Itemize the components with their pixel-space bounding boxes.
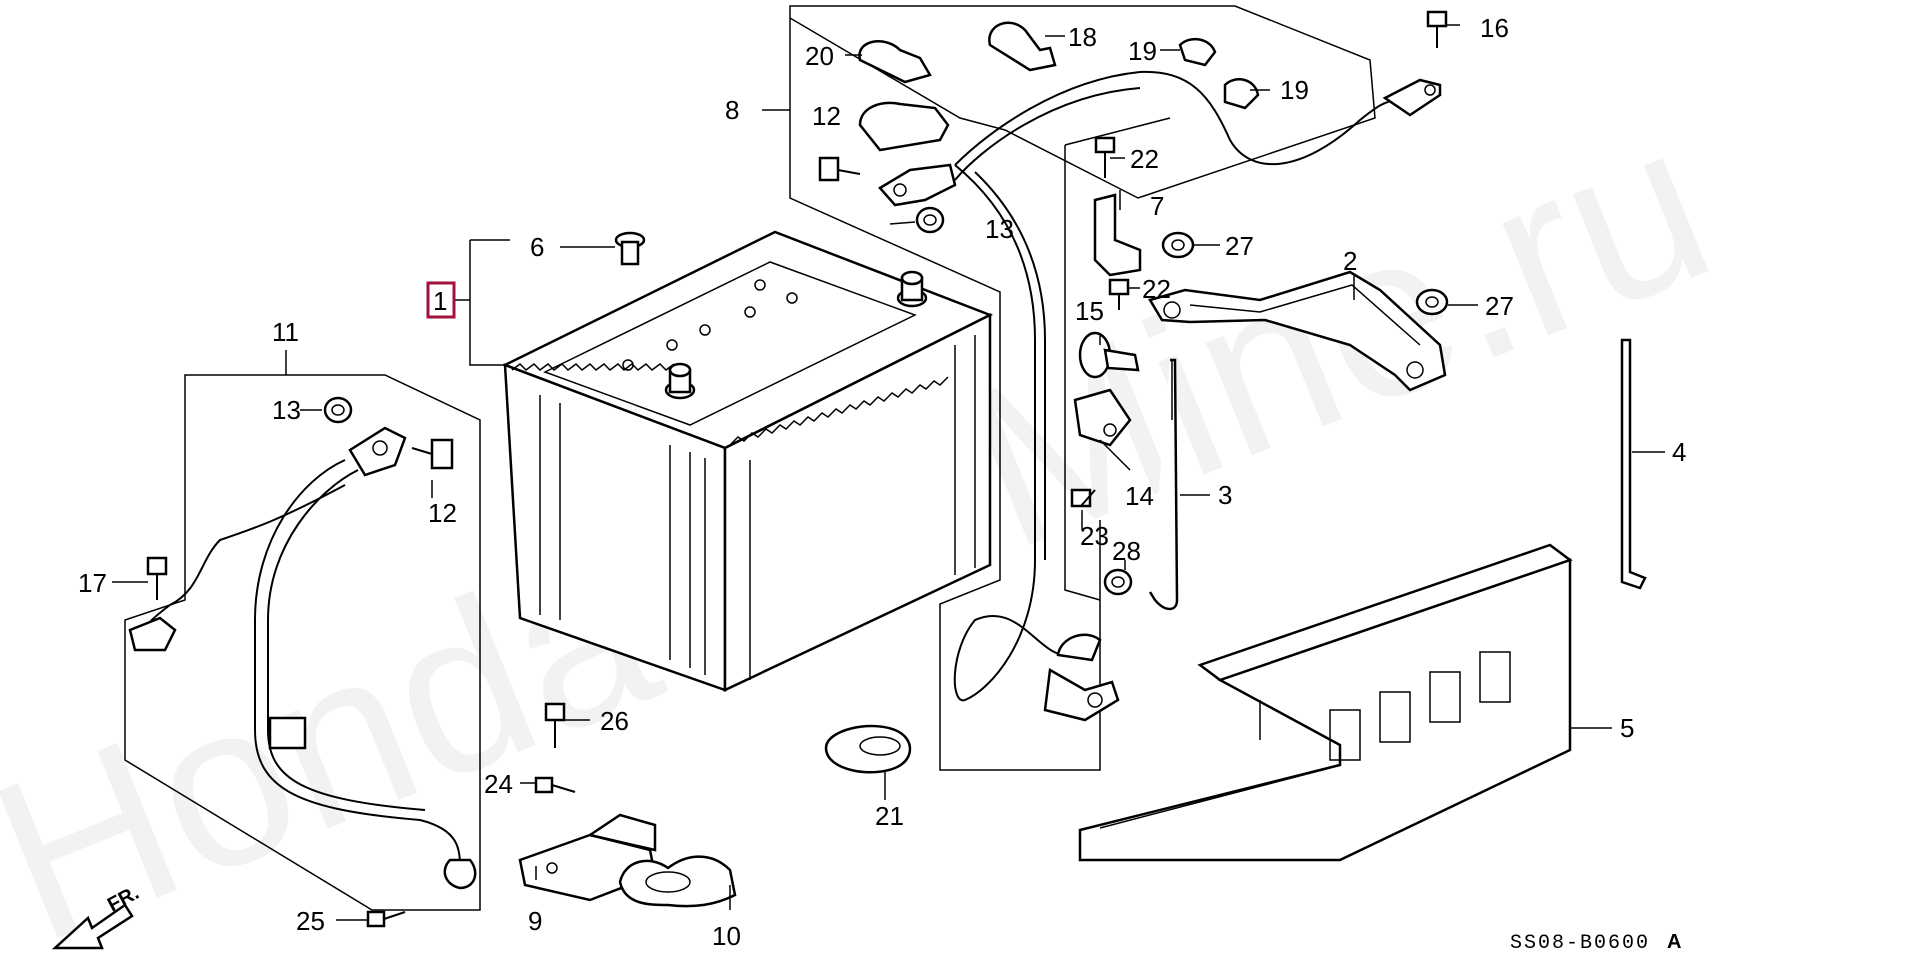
clip-18[interactable]	[988, 21, 1057, 72]
callout-23[interactable]: 23	[1080, 521, 1109, 551]
callout-13-left[interactable]: 13	[272, 395, 301, 425]
group-outline-cable	[789, 18, 1101, 771]
vent-plug[interactable]	[614, 231, 646, 266]
callout-2[interactable]: 2	[1343, 246, 1357, 276]
bolt-17[interactable]	[146, 556, 168, 600]
callout-5[interactable]: 5	[1620, 713, 1634, 743]
callout-3[interactable]: 3	[1218, 480, 1232, 510]
callout-8[interactable]: 8	[725, 95, 739, 125]
clamp-15[interactable]	[1078, 331, 1140, 379]
ground-cable[interactable]	[128, 426, 477, 890]
callout-13-top[interactable]: 13	[985, 214, 1014, 244]
diagram-code-suffix: A	[1667, 931, 1681, 953]
nut-27a[interactable]	[1161, 231, 1195, 259]
callout-21[interactable]: 21	[875, 801, 904, 831]
nut-27b[interactable]	[1415, 288, 1449, 316]
callout-25[interactable]: 25	[296, 906, 325, 936]
bolt-22b[interactable]	[1108, 278, 1130, 310]
callout-12-top[interactable]: 12	[812, 101, 841, 131]
callout-14[interactable]: 14	[1125, 481, 1154, 511]
bolt-22a[interactable]	[1094, 136, 1116, 178]
terminal-lug[interactable]	[1043, 633, 1120, 722]
leader-lines	[112, 24, 1665, 921]
nut-28[interactable]	[1103, 568, 1133, 596]
bolt-25[interactable]	[366, 910, 406, 928]
battery-tray[interactable]	[1078, 543, 1573, 862]
callout-22-mid[interactable]: 22	[1142, 274, 1171, 304]
terminal-bolt-12a[interactable]	[818, 156, 861, 182]
callout-22-top[interactable]: 22	[1130, 144, 1159, 174]
cable-clamp-10[interactable]	[618, 855, 737, 908]
callout-28[interactable]: 28	[1112, 536, 1141, 566]
callout-24[interactable]: 24	[484, 769, 513, 799]
clamp-21[interactable]	[824, 724, 912, 774]
group-outline-hardware	[1064, 145, 1101, 601]
hold-down-rod-front[interactable]	[1148, 358, 1179, 611]
callout-12-left[interactable]: 12	[428, 498, 457, 528]
nut-13a[interactable]	[915, 206, 945, 234]
callout-6[interactable]: 6	[530, 232, 544, 262]
diagram-code: SS08-B0600	[1510, 932, 1650, 955]
bolt-24[interactable]	[534, 776, 576, 794]
nut-13b[interactable]	[323, 396, 353, 424]
front-arrow-icon	[51, 903, 134, 950]
bolt-23[interactable]	[1070, 488, 1096, 508]
callout-20[interactable]: 20	[805, 41, 834, 71]
callout-27-right[interactable]: 27	[1485, 291, 1514, 321]
callout-17[interactable]: 17	[78, 568, 107, 598]
callout-18[interactable]: 18	[1068, 22, 1097, 52]
positive-cable[interactable]	[878, 70, 1442, 702]
clip-20[interactable]	[858, 40, 950, 152]
group-outline-11	[124, 374, 481, 911]
clip-19a[interactable]	[1178, 37, 1217, 67]
callout-9[interactable]: 9	[528, 906, 542, 936]
battery[interactable]	[501, 230, 994, 692]
callout-1[interactable]: 1	[433, 286, 447, 316]
callout-19-mid[interactable]: 19	[1280, 75, 1309, 105]
hold-down-bracket[interactable]	[1148, 270, 1447, 392]
clip-19b[interactable]	[1223, 78, 1260, 110]
callout-27-top[interactable]: 27	[1225, 231, 1254, 261]
hold-down-rod-rear[interactable]	[1620, 338, 1647, 590]
terminal-bolt-12b[interactable]	[411, 438, 454, 470]
highlight-box-part-1	[426, 281, 456, 319]
callout-11[interactable]: 11	[272, 317, 299, 347]
callout-16[interactable]: 16	[1480, 13, 1509, 43]
callout-4[interactable]: 4	[1672, 437, 1686, 467]
bolt-26[interactable]	[544, 702, 566, 748]
callout-7[interactable]: 7	[1150, 191, 1164, 221]
callout-26[interactable]: 26	[600, 706, 629, 736]
clamp-14[interactable]	[1073, 388, 1132, 447]
callout-10[interactable]: 10	[712, 921, 741, 951]
bolt-16[interactable]	[1426, 10, 1448, 48]
callout-15[interactable]: 15	[1075, 296, 1104, 326]
callout-19-top[interactable]: 19	[1128, 36, 1157, 66]
group-outline-8	[789, 5, 1376, 199]
support-bracket[interactable]	[1093, 193, 1142, 277]
group-outline-hardware-top	[1064, 117, 1171, 146]
